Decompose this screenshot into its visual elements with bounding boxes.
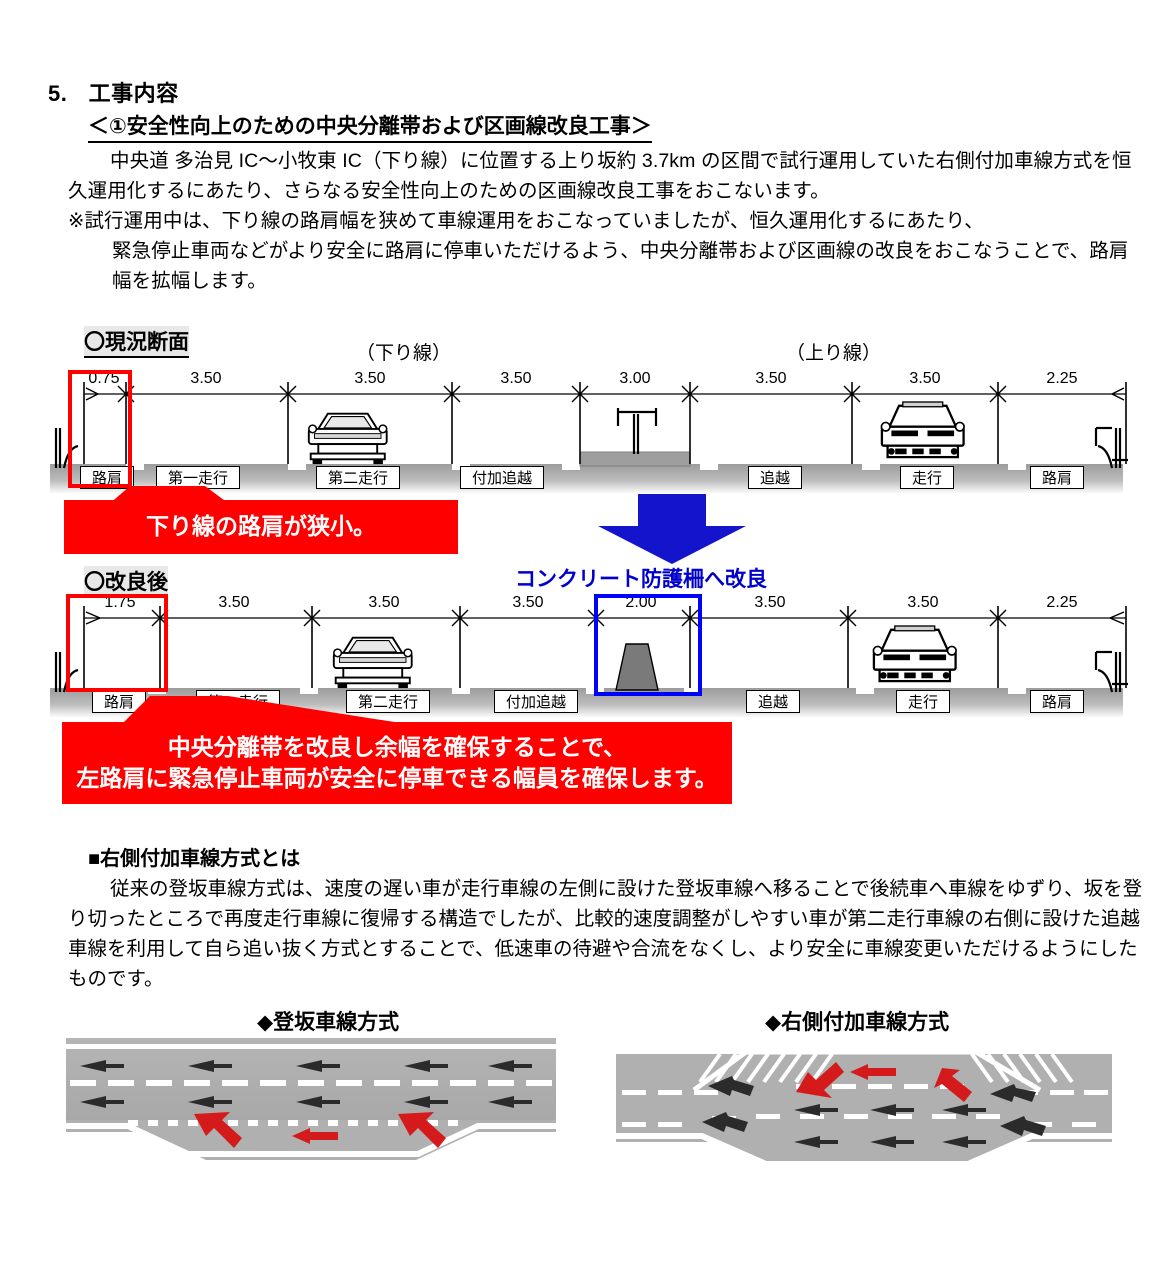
black-arrows-lower — [80, 1096, 532, 1108]
dim-current-4: 3.00 — [619, 370, 650, 387]
lane-label-current-5: 追越 — [748, 466, 802, 489]
lane-label-improved-7: 路肩 — [1030, 690, 1084, 713]
section-title: 5. 工事内容 — [48, 76, 179, 108]
section-subtitle: ＜①安全性向上のための中央分離帯および区画線改良工事＞ — [88, 110, 652, 143]
blue-arrow-caption: コンクリート防護柵へ改良 — [515, 568, 767, 591]
callout-improved: 中央分離帯を改良し余幅を確保することで、 左路肩に緊急停止車両が安全に停車できる… — [62, 722, 732, 804]
lane-label-current-7: 路肩 — [1030, 466, 1084, 489]
current-section-label: 〇現況断面 — [84, 326, 189, 358]
figure-right-title: ◆右側付加車線方式 — [765, 1011, 950, 1034]
callout-improved-tail — [120, 696, 420, 726]
dim-current-1: 3.50 — [190, 370, 221, 387]
lane-label-improved-3: 付加追越 — [494, 690, 578, 713]
dim-improved-5: 3.50 — [754, 594, 785, 611]
vehicle-van-current — [880, 401, 965, 459]
dim-improved-6: 3.50 — [907, 594, 938, 611]
dim-improved-7: 2.25 — [1046, 594, 1077, 611]
lane-label-current-3: 付加追越 — [460, 466, 544, 489]
dim-current-2: 3.50 — [354, 370, 385, 387]
shoulder-highlight-current — [68, 370, 132, 488]
intro-paragraph-2: ※試行運用中は、下り線の路肩幅を狭めて車線運用をおこなっていましたが、恒久運用化… — [68, 210, 984, 232]
dim-current-7: 2.25 — [1046, 370, 1077, 387]
dim-improved-2: 3.50 — [368, 594, 399, 611]
dim-improved-1: 3.50 — [218, 594, 249, 611]
explain-heading: ■右側付加車線方式とは — [88, 848, 301, 870]
intro-paragraph-3: 緊急停止車両などがより安全に路肩に停車いただけるよう、中央分離帯および区画線の改… — [112, 240, 1129, 292]
callout-current: 下り線の路肩が狭小。 — [64, 500, 458, 554]
intro-paragraphs: 中央道 多治見 IC〜小牧東 IC（下り線）に位置する上り坂約 3.7km の区… — [68, 146, 1140, 296]
vehicle-van-improved — [872, 625, 957, 683]
blue-down-arrow — [598, 494, 746, 564]
intro-paragraph-1: 中央道 多治見 IC〜小牧東 IC（下り線）に位置する上り坂約 3.7km の区… — [68, 150, 1132, 202]
figure-left-title: ◆登坂車線方式 — [257, 1011, 400, 1034]
lane-label-improved-5: 追越 — [746, 690, 800, 713]
dim-current-0: 0.75 — [88, 370, 119, 387]
current-downline-label: （下り線） — [356, 343, 452, 364]
median-highlight-improved — [594, 594, 702, 696]
callout-current-line-0: 下り線の路肩が狭小。 — [146, 513, 376, 540]
section-number: 5. — [48, 81, 68, 106]
dim-current-5: 3.50 — [755, 370, 786, 387]
concrete-barrier — [615, 643, 659, 691]
section-title-text: 工事内容 — [88, 81, 179, 106]
lane-label-current-0: 路肩 — [80, 466, 134, 489]
lane-label-improved-2: 第二走行 — [346, 690, 430, 713]
lane-label-current-2: 第二走行 — [316, 466, 400, 489]
black-arrows-right-figure — [702, 1076, 1046, 1148]
dim-current-3: 3.50 — [500, 370, 531, 387]
lane-label-improved-6: 走行 — [896, 690, 950, 713]
dim-improved-0: 1.75 — [104, 594, 135, 611]
red-arrows-right-figure — [796, 1062, 972, 1102]
explain-body: 従来の登坂車線方式は、速度の遅い車が走行車線の左側に設けた登坂車線へ移ることで後… — [68, 878, 1143, 990]
callout-improved-line-0: 中央分離帯を改良し余幅を確保することで、 — [167, 733, 627, 760]
red-arrows-left-figure — [194, 1112, 446, 1148]
figure-climbing-lane — [66, 1038, 556, 1160]
vehicle-sedan-current — [307, 412, 388, 465]
callout-improved-line-1: 左路肩に緊急停止車両が安全に停車できる幅員を確保します。 — [76, 765, 718, 791]
dim-improved-4: 2.00 — [625, 594, 656, 611]
lane-label-current-6: 走行 — [900, 466, 954, 489]
vehicle-sedan-improved — [332, 636, 413, 689]
figure-right-additional-lane — [616, 1048, 1112, 1167]
current-upline-label: （上り線） — [786, 343, 882, 364]
dim-current-6: 3.50 — [909, 370, 940, 387]
shoulder-highlight-improved — [66, 594, 168, 692]
black-arrows-upper — [80, 1060, 532, 1072]
dim-improved-3: 3.50 — [512, 594, 543, 611]
